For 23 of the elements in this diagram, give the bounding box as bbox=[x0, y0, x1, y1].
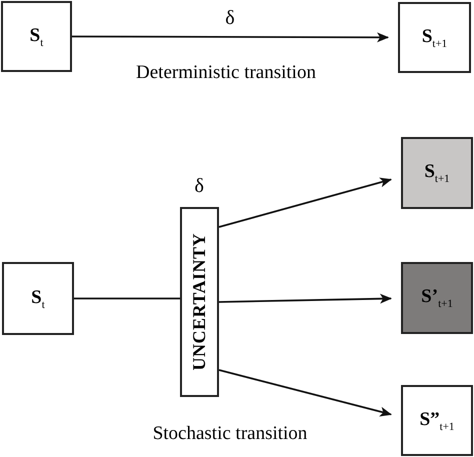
state-label: S’$_{t+1}$ bbox=[421, 286, 453, 310]
arrow bbox=[218, 294, 392, 304]
arrow bbox=[72, 32, 389, 42]
state-box bbox=[2, 262, 74, 335]
state-box bbox=[401, 137, 473, 209]
caption-label: Stochastic transition bbox=[152, 423, 308, 445]
state-box bbox=[1, 1, 72, 72]
state-box bbox=[401, 385, 473, 456]
caption-label: Deterministic transition bbox=[136, 62, 316, 84]
arrow bbox=[218, 369, 392, 417]
delta-label: δ bbox=[194, 175, 204, 198]
state-label: S”$_{t+1}$ bbox=[420, 408, 454, 432]
state-label: S$_{t}$ bbox=[31, 286, 45, 310]
state-box bbox=[398, 2, 471, 73]
state-label: S$_{t}$ bbox=[30, 24, 44, 48]
connector-line bbox=[74, 298, 180, 300]
arrow bbox=[218, 178, 392, 228]
state-label: S$_{t+1}$ bbox=[424, 161, 450, 185]
uncertainty-box bbox=[180, 207, 219, 397]
state-box bbox=[401, 262, 473, 334]
state-label: S$_{t+1}$ bbox=[422, 26, 448, 50]
edge-label: δ bbox=[225, 6, 235, 30]
box-label: UNCERTAINTY bbox=[189, 233, 210, 371]
